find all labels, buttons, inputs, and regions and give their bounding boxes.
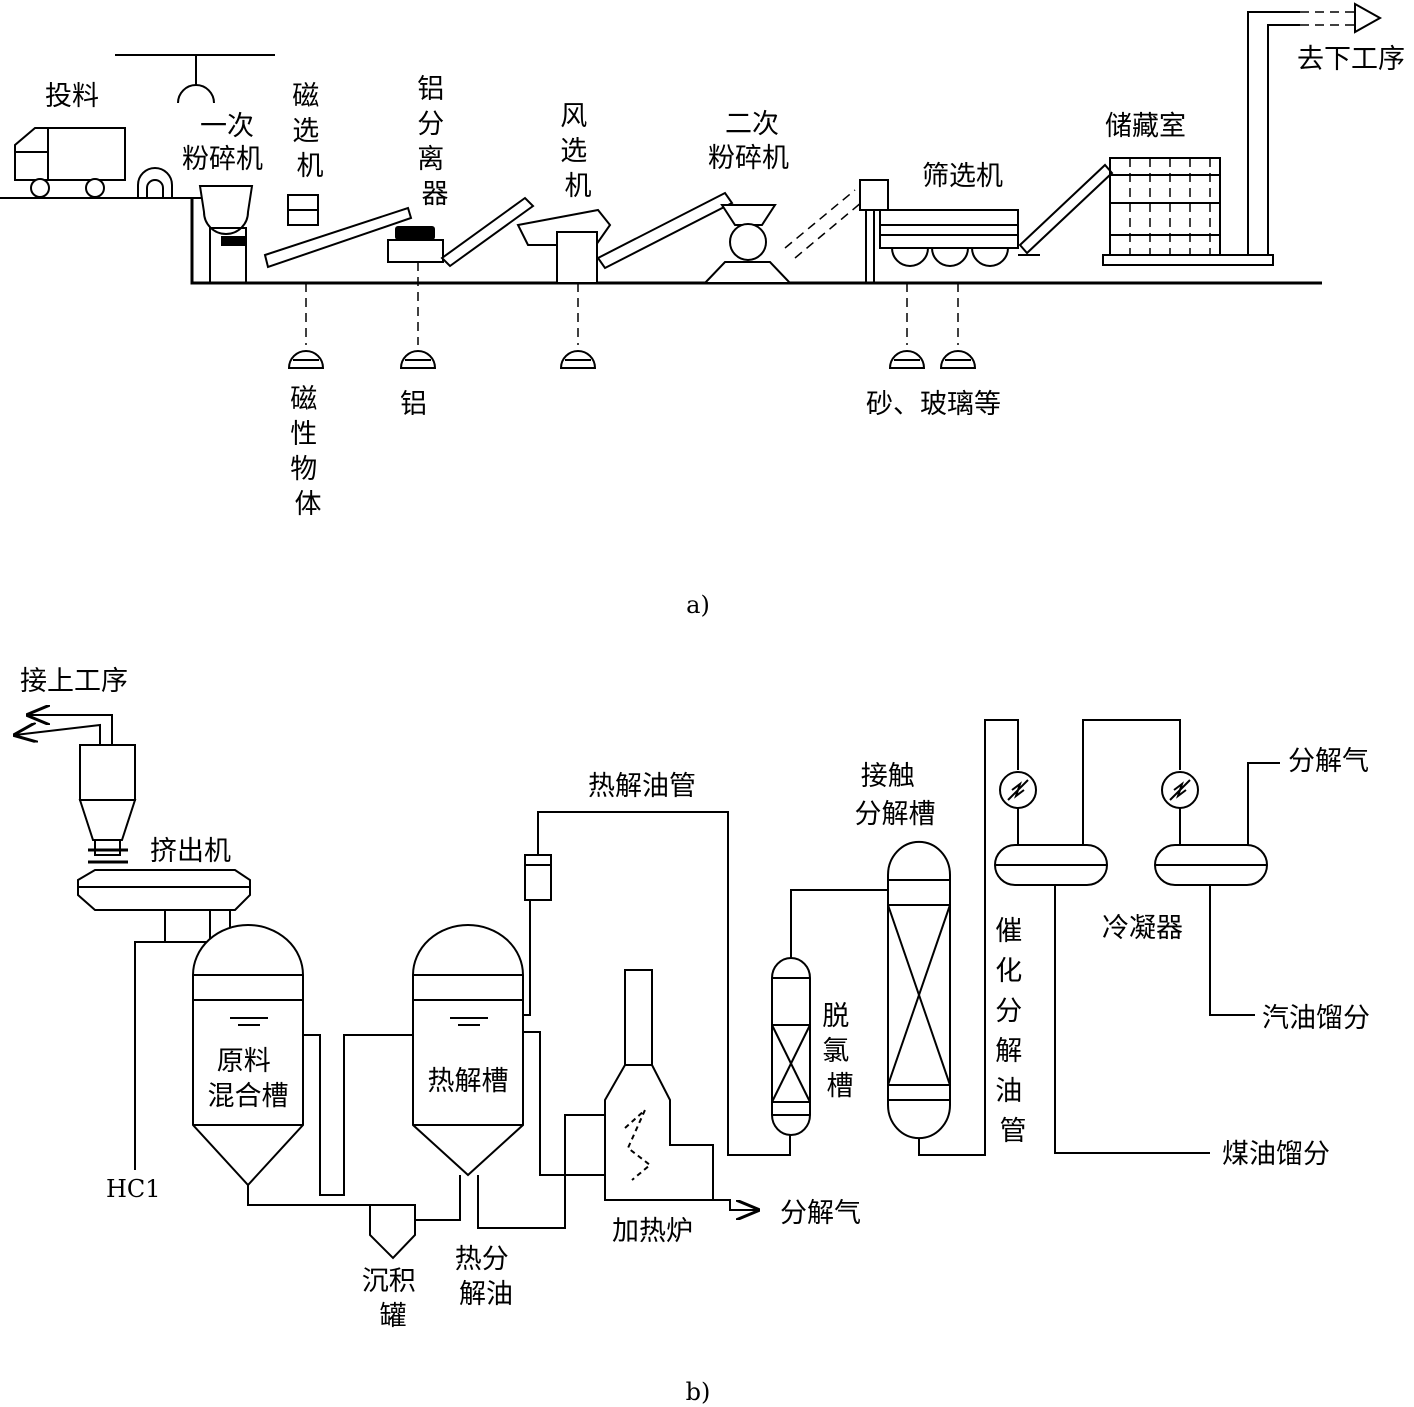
oil-pipe-separator-icon xyxy=(524,811,791,1156)
label-to-next-process: 去下工序 xyxy=(1297,44,1405,75)
label-from-prev-process: 接上工序 xyxy=(20,666,128,697)
label-primary-crusher: 一次 粉碎机 xyxy=(182,111,263,175)
label-pyrolysis-tank: 热解槽 xyxy=(428,1066,509,1097)
label-pyrolysis-oil-out: 热分 解油 xyxy=(455,1244,518,1310)
caption-b: b) xyxy=(686,1378,711,1406)
screening-machine-icon xyxy=(859,163,1114,345)
label-air-separator: 风 选 机 xyxy=(560,101,596,202)
collection-bins xyxy=(287,350,977,369)
aluminum-separator-icon xyxy=(387,196,535,345)
label-feeding: 投料 xyxy=(45,81,99,112)
label-decomp-gas-2: 分解气 xyxy=(1288,746,1369,777)
caption-a: a) xyxy=(686,591,710,619)
panel-b: 接上工序 挤出机 HC1 原料 混合槽 沉积 罐 热解槽 热分 解油 热解油管 … xyxy=(15,666,1370,1406)
label-decomp-gas-1: 分解气 xyxy=(780,1198,861,1229)
label-aluminum: 铝 xyxy=(400,389,427,420)
label-magnetic-separator: 磁 选 机 xyxy=(292,81,328,182)
magnetic-separator-icon xyxy=(263,194,413,345)
storage-room-icon xyxy=(1102,157,1274,266)
label-kerosene-fraction: 煤油馏分 xyxy=(1222,1139,1330,1170)
label-sand-glass: 砂、玻璃等 xyxy=(866,389,1001,420)
label-magnetic-material: 磁 性 物 体 xyxy=(290,384,326,520)
output-duct xyxy=(1247,2,1383,255)
secondary-crusher-icon xyxy=(702,189,863,284)
label-extruder: 挤出机 xyxy=(150,836,231,867)
label-storage-room: 储藏室 xyxy=(1105,111,1186,142)
settling-tank-icon xyxy=(369,1204,416,1260)
hcl-line xyxy=(134,941,210,1170)
label-catalytic-oil-pipe: 催 化 分 解 油 管 xyxy=(995,916,1031,1147)
heating-furnace-icon xyxy=(604,969,758,1210)
label-heating-furnace: 加热炉 xyxy=(612,1216,693,1247)
mixing-tank-icon xyxy=(192,924,304,1187)
air-separator-icon xyxy=(516,191,734,345)
overhead-crane-icon xyxy=(115,54,275,104)
label-contact-decomp-tank: 接触 分解槽 xyxy=(855,761,936,830)
ground-line-main xyxy=(190,198,1322,285)
label-condenser: 冷凝器 xyxy=(1102,913,1183,944)
panel-a: 投料 一次 粉碎机 磁 选 机 铝 分 离 器 风 选 机 二次 粉碎机 筛选机… xyxy=(0,2,1405,619)
condenser-icon xyxy=(994,719,1280,1154)
contact-decomp-tank-icon xyxy=(887,719,1019,1156)
label-secondary-crusher: 二次 粉碎机 xyxy=(708,109,789,174)
label-hcl: HC1 xyxy=(106,1175,161,1203)
label-aluminum-separator: 铝 分 离 器 xyxy=(417,74,453,210)
truck-icon xyxy=(14,127,173,198)
primary-crusher-icon xyxy=(198,185,254,284)
label-mixing-tank: 原料 混合槽 xyxy=(208,1046,289,1112)
pyrolysis-tank-icon xyxy=(412,924,524,1177)
label-settling-tank: 沉积 罐 xyxy=(362,1266,425,1332)
dechlorination-tank-icon xyxy=(771,889,888,1136)
extruder-icon xyxy=(77,744,251,942)
label-pyrolysis-oil-pipe: 热解油管 xyxy=(588,771,696,802)
label-screening-machine: 筛选机 xyxy=(922,161,1003,192)
label-dechlorination-tank: 脱 氯 槽 xyxy=(822,1001,858,1102)
input-arrows xyxy=(15,715,113,745)
label-gasoline-fraction: 汽油馏分 xyxy=(1262,1003,1370,1034)
